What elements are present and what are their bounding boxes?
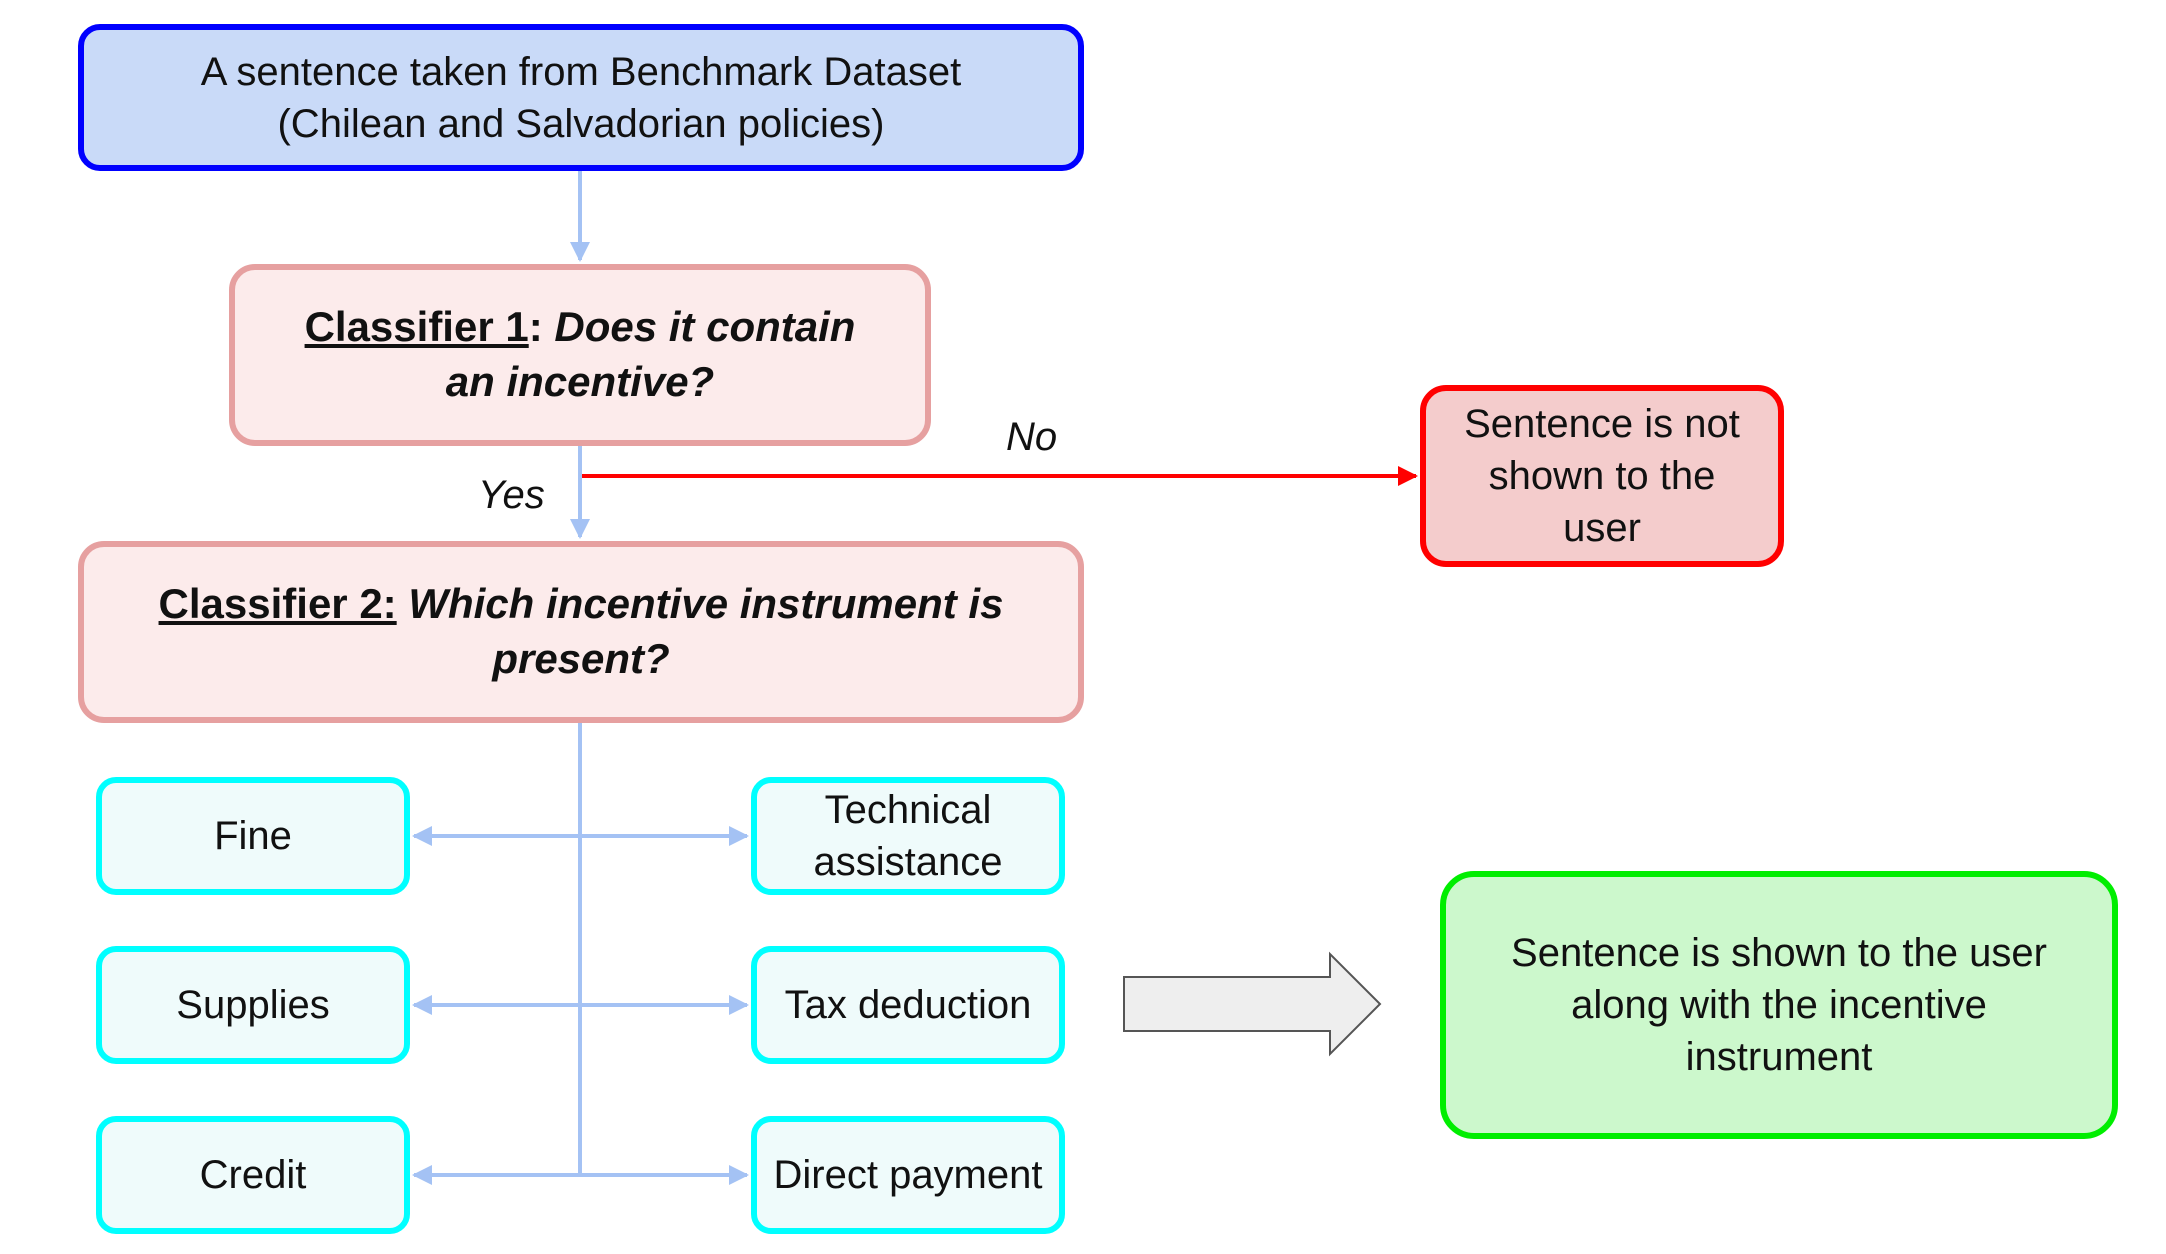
shown-to-user-text: Sentence is shown to the user along with… [1511, 931, 2047, 1079]
classifier2-question: Which incentive instrument is present? [396, 580, 1004, 682]
instrument-direct-label: Direct payment [773, 1153, 1043, 1197]
shown-to-user-box: Sentence is shown to the user along with… [1440, 871, 2118, 1139]
instrument-credit-box: Credit [96, 1116, 410, 1234]
instrument-supplies-label: Supplies [176, 983, 330, 1027]
yes-label: Yes [478, 473, 545, 517]
no-label: No [1006, 415, 1058, 459]
source-line1: A sentence taken from Benchmark Dataset [200, 49, 962, 94]
source-sentence-box: A sentence taken from Benchmark Dataset … [78, 24, 1084, 171]
instrument-tax-deduction-box: Tax deduction [751, 946, 1065, 1064]
instrument-technical-label: Technical assistance [813, 788, 1003, 884]
instrument-direct-payment-box: Direct payment [751, 1116, 1065, 1234]
instrument-credit-label: Credit [199, 1153, 307, 1197]
classifier1-box: Classifier 1: Does it contain an incenti… [229, 264, 931, 446]
instrument-technical-assistance-box: Technical assistance [751, 777, 1065, 895]
classifier1-separator: : [528, 303, 543, 351]
not-shown-text: Sentence is not shown to the user [1464, 402, 1740, 550]
not-shown-box: Sentence is not shown to the user [1420, 385, 1784, 567]
classifier1-question: Does it contain an incentive? [445, 303, 856, 405]
classifier1-name: Classifier 1 [304, 303, 529, 351]
instrument-supplies-box: Supplies [96, 946, 410, 1064]
classifier2-name: Classifier 2: [158, 580, 397, 628]
instrument-fine-box: Fine [96, 777, 410, 895]
source-line2: (Chilean and Salvadorian policies) [277, 101, 885, 146]
instrument-fine-label: Fine [214, 814, 292, 858]
classifier2-box: Classifier 2: Which incentive instrument… [78, 541, 1084, 723]
block-arrow-to-shown [1123, 951, 1382, 1057]
instrument-tax-label: Tax deduction [784, 983, 1032, 1027]
